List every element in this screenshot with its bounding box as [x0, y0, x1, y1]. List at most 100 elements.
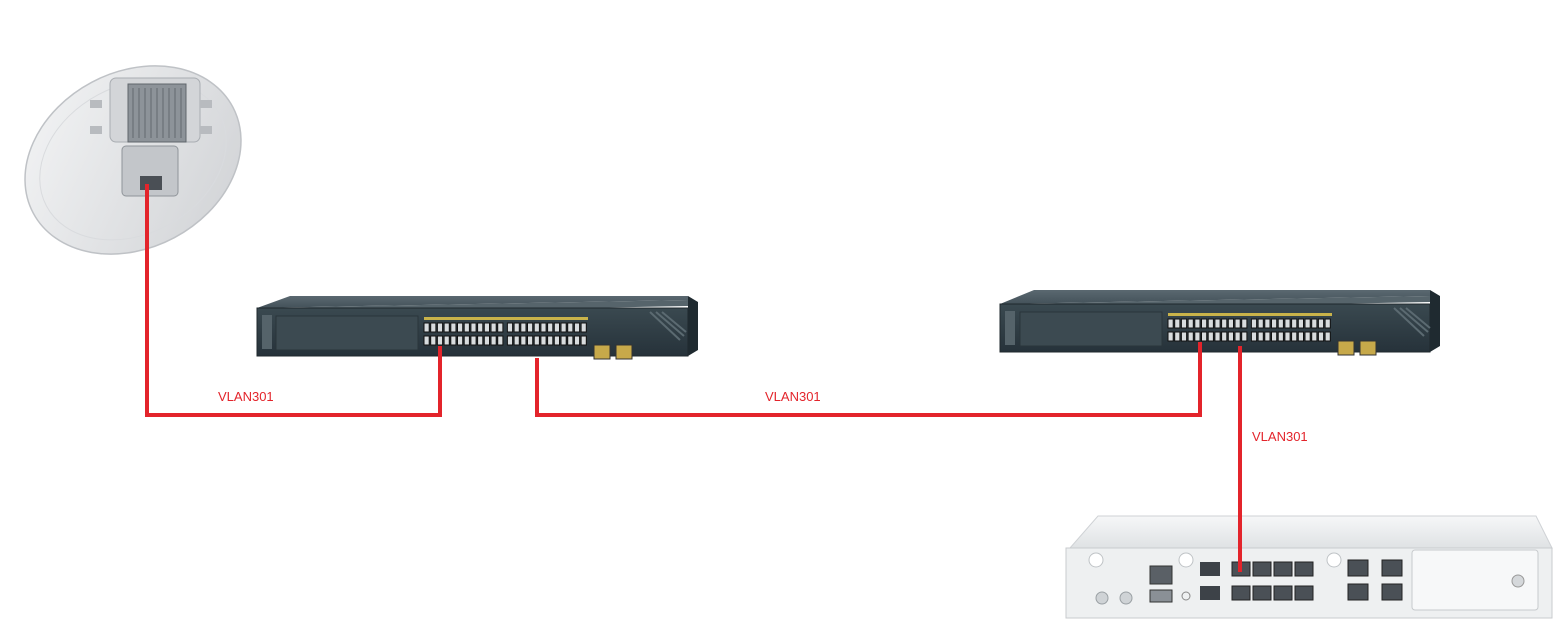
ethernet-port	[483, 335, 490, 346]
ethernet-port	[1297, 318, 1305, 329]
ethernet-port	[1180, 331, 1188, 342]
ethernet-port	[1277, 331, 1284, 342]
ethernet-port	[1252, 561, 1272, 577]
ethernet-port	[1284, 318, 1291, 329]
ethernet-port	[1187, 318, 1194, 329]
ethernet-port	[527, 322, 534, 333]
ethernet-port	[553, 322, 560, 333]
ethernet-port	[567, 322, 574, 333]
ethernet-port	[1227, 331, 1235, 342]
ethernet-port	[450, 322, 457, 333]
ethernet-port	[1294, 585, 1314, 601]
link-label: VLAN301	[218, 389, 274, 404]
ethernet-port	[567, 335, 574, 346]
ethernet-port	[430, 335, 437, 346]
ethernet-port	[1264, 318, 1271, 329]
ethernet-port	[483, 322, 490, 333]
ethernet-port	[506, 322, 514, 333]
ethernet-port	[1174, 331, 1181, 342]
ethernet-port	[1284, 331, 1291, 342]
ethernet-port	[1317, 331, 1325, 342]
ethernet-port	[1201, 318, 1208, 329]
ethernet-port	[533, 335, 540, 346]
ethernet-port	[580, 322, 587, 333]
ethernet-port	[1257, 331, 1264, 342]
ethernet-port	[520, 335, 527, 346]
ethernet-port	[1207, 318, 1214, 329]
ethernet-port	[560, 322, 567, 333]
link-switch1-switch2	[535, 342, 1202, 417]
ethernet-port	[1324, 318, 1331, 329]
ethernet-port	[477, 335, 484, 346]
ethernet-port	[457, 322, 464, 333]
ethernet-port	[463, 322, 470, 333]
ethernet-port	[547, 335, 554, 346]
ethernet-port	[1214, 331, 1221, 342]
ethernet-port	[560, 335, 567, 346]
ethernet-port	[547, 322, 554, 333]
ethernet-port	[1234, 331, 1241, 342]
ethernet-port	[1250, 331, 1258, 342]
ethernet-port	[1207, 331, 1214, 342]
ethernet-port	[1194, 331, 1201, 342]
ethernet-port	[490, 335, 497, 346]
ethernet-port	[470, 335, 477, 346]
network-switch-icon	[999, 290, 1440, 356]
ethernet-port	[1231, 585, 1251, 601]
ethernet-port	[443, 335, 450, 346]
ethernet-port	[1180, 318, 1188, 329]
ethernet-port	[1201, 331, 1208, 342]
router-icon	[1065, 515, 1553, 619]
link-label: VLAN301	[765, 389, 821, 404]
ethernet-port	[450, 335, 457, 346]
ethernet-port	[1277, 318, 1284, 329]
ethernet-port	[1234, 318, 1241, 329]
ethernet-port	[497, 335, 504, 346]
ethernet-port	[490, 322, 497, 333]
ethernet-port	[513, 322, 520, 333]
ethernet-port	[1221, 331, 1228, 342]
ethernet-port	[1291, 318, 1298, 329]
ethernet-port	[1227, 318, 1235, 329]
ethernet-port	[423, 335, 430, 346]
ethernet-port	[497, 322, 504, 333]
ethernet-port	[1294, 561, 1314, 577]
ethernet-port	[463, 335, 470, 346]
ethernet-port	[1317, 318, 1325, 329]
ethernet-port	[540, 322, 547, 333]
ethernet-port	[1241, 318, 1248, 329]
ethernet-port	[533, 322, 540, 333]
ethernet-port	[423, 322, 430, 333]
ethernet-port	[1174, 318, 1181, 329]
ethernet-port	[430, 322, 437, 333]
ethernet-port	[1271, 318, 1278, 329]
dish-antenna-icon	[24, 65, 242, 255]
ethernet-port	[443, 322, 450, 333]
link-antenna-switch1	[145, 184, 442, 417]
ethernet-port	[1304, 331, 1311, 342]
ethernet-port	[1167, 318, 1174, 329]
ethernet-port	[436, 322, 444, 333]
ethernet-port	[520, 322, 527, 333]
ethernet-port	[1273, 561, 1293, 577]
ethernet-port	[436, 335, 444, 346]
ethernet-port	[580, 335, 587, 346]
ethernet-port	[1187, 331, 1194, 342]
ethernet-port	[1194, 318, 1201, 329]
ethernet-port	[1324, 331, 1331, 342]
ethernet-port	[470, 322, 477, 333]
ethernet-port	[477, 322, 484, 333]
ethernet-port	[1250, 318, 1258, 329]
ethernet-port	[1304, 318, 1311, 329]
ethernet-port	[573, 322, 581, 333]
ethernet-port	[540, 335, 547, 346]
ethernet-port	[1264, 331, 1271, 342]
ethernet-port	[457, 335, 464, 346]
link-label: VLAN301	[1252, 429, 1308, 444]
ethernet-port	[527, 335, 534, 346]
ethernet-port	[1311, 318, 1318, 329]
ethernet-port	[1221, 318, 1228, 329]
ethernet-port	[553, 335, 560, 346]
ethernet-port	[506, 335, 514, 346]
